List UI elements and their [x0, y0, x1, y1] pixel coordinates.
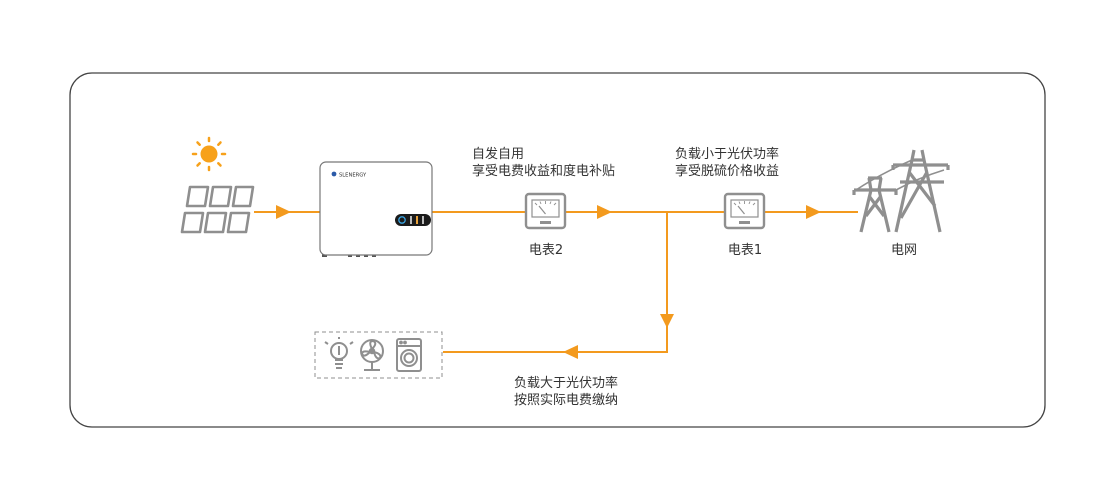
inverter-icon: SLENERGY [319, 161, 433, 257]
solar-panel-icon [180, 185, 255, 234]
sun-icon [191, 136, 227, 172]
import-note-detail: 按照实际电费缴纳 [514, 393, 619, 408]
arrow-left [563, 345, 578, 359]
inverter-display [395, 214, 431, 226]
inverter-brand: SLENERGY [339, 173, 367, 179]
arrow-right-3 [806, 205, 821, 219]
fan-icon [360, 339, 384, 371]
arrow-right-2 [597, 205, 612, 219]
grid-label: 电网 [890, 243, 917, 258]
export-note-title: 负载小于光伏功率 [675, 147, 780, 162]
light-bulb-icon [324, 337, 354, 369]
flow-arrows [276, 205, 821, 359]
meter-1-icon [723, 192, 766, 230]
export-note-detail: 享受脱硫价格收益 [675, 164, 780, 179]
washing-machine-icon [396, 338, 422, 372]
meter-2-icon [524, 192, 567, 230]
meter-1-label: 电表1 [727, 243, 763, 258]
brand-logo [331, 171, 337, 177]
self-use-note-title: 自发自用 [472, 147, 525, 162]
load-appliances [314, 331, 443, 379]
self-use-note-detail: 享受电费收益和度电补贴 [472, 164, 616, 179]
meter-2-label: 电表2 [528, 243, 564, 258]
inverter-body [319, 161, 433, 256]
arrow-down [660, 314, 674, 328]
import-note-title: 负载大于光伏功率 [514, 376, 619, 391]
load-box [314, 331, 443, 379]
flow-line-branch-to-load [443, 212, 668, 353]
transmission-tower-icon [852, 149, 950, 233]
diagram-frame [69, 72, 1046, 428]
arrow-right-1 [276, 205, 291, 219]
